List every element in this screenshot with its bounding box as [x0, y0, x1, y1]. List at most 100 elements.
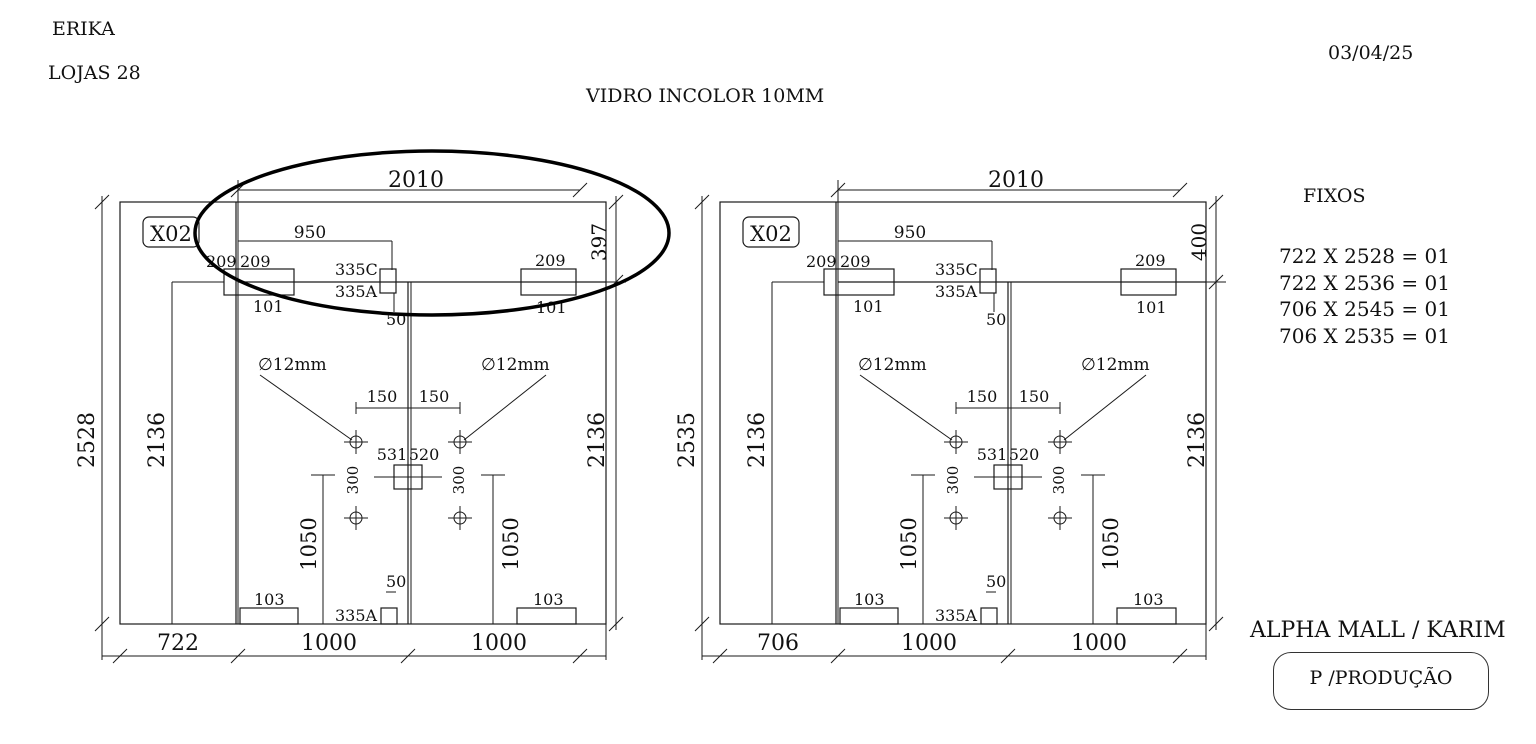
- transom-height-dim: 397: [587, 223, 611, 261]
- pivot-fitting-right: [520, 268, 577, 296]
- dimension-tick: [1208, 616, 1224, 632]
- fitting-code: 103: [854, 590, 885, 609]
- transom-height-dim: 400: [1187, 223, 1211, 261]
- fitting-code: 335A: [335, 282, 378, 301]
- fitting-code: 103: [254, 590, 285, 609]
- fitting-code: 335C: [335, 260, 378, 279]
- offset-dim: 950: [894, 223, 926, 243]
- stamp-label: P /PRODUÇÃO: [1309, 667, 1453, 689]
- handle-height-dim: 1050: [297, 517, 321, 570]
- handle-spacing-dim: 150: [367, 387, 398, 406]
- fixos-item: 706 X 2535 = 01: [1279, 323, 1450, 348]
- client-name: ERIKA: [52, 18, 115, 40]
- dimension-tick: [608, 194, 624, 210]
- total-width-dim: 2010: [988, 168, 1044, 193]
- dimension-tick: [1172, 648, 1188, 664]
- fitting-code: 50: [386, 572, 406, 591]
- door-width-dim: 1000: [901, 631, 957, 656]
- fitting-code: 335C: [935, 260, 978, 279]
- door-width-dim: 1000: [301, 631, 357, 656]
- dimension-tick: [694, 194, 710, 210]
- dimension-tick: [608, 616, 624, 632]
- center-lock-top: [979, 268, 997, 294]
- handle-spacing-dim: 150: [1019, 387, 1050, 406]
- fitting-code: 335A: [935, 606, 978, 625]
- center-dim: 520: [409, 445, 440, 464]
- floor-pivot-right: [516, 607, 577, 625]
- fitting-code: 103: [533, 590, 564, 609]
- center-lock-top: [379, 268, 397, 294]
- total-width-dim: 2010: [388, 168, 444, 193]
- total-height-dim: 2535: [675, 412, 700, 468]
- center-dim: 531: [977, 445, 1008, 464]
- dimension-tick: [572, 648, 588, 664]
- dimension-tick: [830, 648, 846, 664]
- handle-height-dim: 1050: [1099, 517, 1123, 570]
- dimension-tick: [712, 648, 728, 664]
- fitting-code: 209: [535, 251, 566, 270]
- floor-pivot-left: [839, 607, 899, 625]
- outer-frame: [119, 201, 607, 625]
- panel-tag-label: X02: [750, 222, 792, 246]
- pivot-fitting-left: [223, 268, 295, 296]
- fitting-code: 209: [806, 252, 837, 271]
- hole-diameter-label: ∅12mm: [481, 355, 550, 375]
- dimension-tick: [1208, 194, 1224, 210]
- center-dim: 520: [1009, 445, 1040, 464]
- store-label: LOJAS 28: [48, 62, 141, 84]
- handle-spacing-dim: 150: [419, 387, 450, 406]
- leader-line: [463, 374, 547, 441]
- center-dim: 531: [377, 445, 408, 464]
- door-width-dim: 1000: [1071, 631, 1127, 656]
- fitting-code: 209: [840, 252, 871, 271]
- floor-pivot-right: [1116, 607, 1177, 625]
- fitting-code: 209: [1135, 251, 1166, 270]
- handle-spacing-dim: 150: [967, 387, 998, 406]
- glass-type: VIDRO INCOLOR 10MM: [586, 85, 825, 107]
- drawing-date: 03/04/25: [1328, 42, 1414, 64]
- hole-diameter-label: ∅12mm: [1081, 355, 1150, 375]
- fitting-code: 101: [253, 297, 284, 316]
- center-lock-bottom: [380, 607, 398, 625]
- floor-pivot-left: [239, 607, 299, 625]
- fixed-width-dim: 706: [757, 631, 799, 656]
- outer-frame: [719, 201, 1207, 625]
- fitting-code: 335A: [335, 606, 378, 625]
- project-name: ALPHA MALL / KARIM: [1250, 618, 1506, 643]
- handle-height-dim: 1050: [897, 517, 921, 570]
- hole-diameter-label: ∅12mm: [858, 355, 927, 375]
- fixed-height-dim: 2136: [145, 412, 170, 468]
- pivot-fitting-right: [1120, 268, 1177, 296]
- handle-vertical-dim: 300: [450, 466, 468, 495]
- fixed-width-dim: 722: [157, 631, 199, 656]
- production-stamp: P /PRODUÇÃO: [1273, 652, 1489, 710]
- highlight-ellipse: [193, 149, 671, 317]
- door-height-dim: 2136: [1185, 412, 1210, 468]
- panel-tag: [142, 216, 200, 248]
- offset-dim: 950: [294, 223, 326, 243]
- dimension-tick: [1172, 182, 1188, 198]
- hole-diameter-label: ∅12mm: [258, 355, 327, 375]
- handle-height-dim: 1050: [499, 517, 523, 570]
- door-height-dim: 2136: [585, 412, 610, 468]
- center-lock-bottom: [980, 607, 998, 625]
- fitting-code: 50: [986, 310, 1006, 329]
- leader-line: [1063, 374, 1147, 441]
- panel-tag: [742, 216, 800, 248]
- handle-vertical-dim: 300: [944, 466, 962, 495]
- fixos-item: 706 X 2545 = 01: [1279, 297, 1450, 321]
- fitting-code: 101: [1136, 298, 1167, 317]
- fixos-item: 722 X 2528 = 01: [1279, 244, 1450, 268]
- fitting-code: 50: [986, 572, 1006, 591]
- handle-vertical-dim: 300: [344, 466, 362, 495]
- pivot-fitting-left: [823, 268, 895, 296]
- fitting-code: 103: [1133, 590, 1164, 609]
- fitting-code: 335A: [935, 282, 978, 301]
- panel-tag-label: X02: [150, 222, 192, 246]
- door-width-dim: 1000: [471, 631, 527, 656]
- fixed-height-dim: 2136: [745, 412, 770, 468]
- dimension-tick: [230, 648, 246, 664]
